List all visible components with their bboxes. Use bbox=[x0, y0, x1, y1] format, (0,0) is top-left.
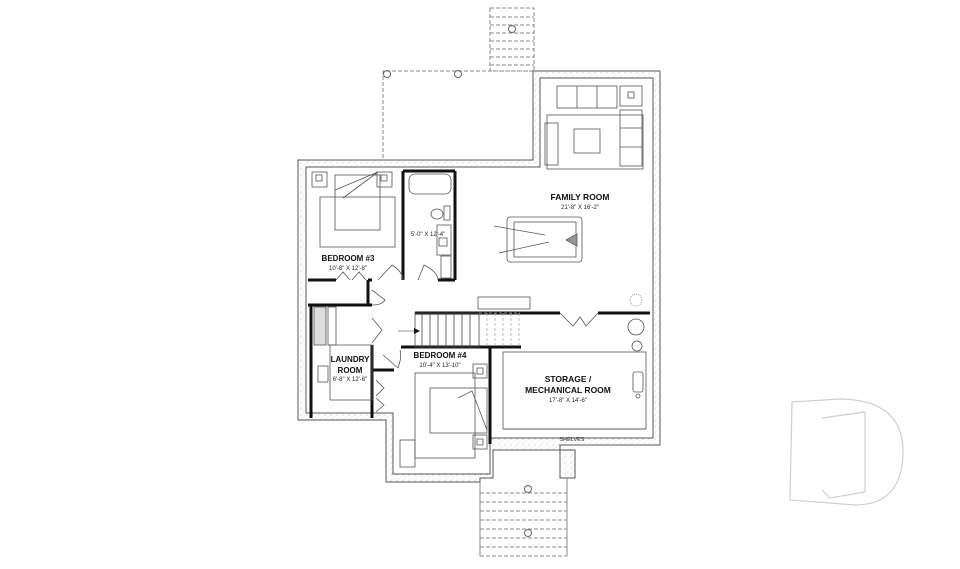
room-dims-storage: 17'-8" X 14'-6" bbox=[549, 398, 587, 404]
shelves-label: SHELVES bbox=[560, 437, 585, 443]
laundry-fixtures bbox=[313, 306, 373, 401]
room-label-laundry: LAUNDRY bbox=[331, 355, 370, 364]
room-dims-family: 21'-8" X 16'-2" bbox=[561, 205, 599, 211]
shelves-area bbox=[502, 351, 647, 430]
room-label-family: FAMILY ROOM bbox=[550, 192, 609, 202]
room-label-storage-2: MECHANICAL ROOM bbox=[525, 385, 611, 395]
room-dims-bedroom4: 10'-4" X 13'-10" bbox=[419, 363, 460, 369]
bedroom3-furniture bbox=[311, 171, 396, 248]
doors bbox=[335, 264, 599, 413]
room-label-storage: STORAGE / bbox=[545, 374, 592, 384]
post-icon bbox=[524, 529, 532, 537]
bedroom4-furniture bbox=[399, 363, 488, 468]
mechanical-fixtures bbox=[627, 293, 645, 399]
post-icon bbox=[508, 25, 516, 33]
room-dims-bedroom3: 10'-8" X 12'-8" bbox=[329, 266, 367, 272]
room-dims-bath: 5'-0" X 12'-4" bbox=[411, 232, 446, 238]
deck-outline bbox=[382, 70, 534, 158]
exterior-stairs-bottom bbox=[479, 478, 568, 557]
brand-logo-icon bbox=[789, 398, 904, 506]
room-label-bedroom3: BEDROOM #3 bbox=[322, 254, 375, 263]
exterior-stairs-top bbox=[489, 7, 535, 72]
post-icon bbox=[524, 485, 532, 493]
post-icon bbox=[383, 70, 391, 78]
family-room-furniture bbox=[493, 85, 644, 263]
room-dims-laundry: 6'-8" X 12'-6" bbox=[333, 377, 368, 383]
room-label-laundry-2: ROOM bbox=[338, 366, 363, 375]
post-icon bbox=[454, 70, 462, 78]
bath-fixtures bbox=[408, 173, 452, 279]
foundation-walls bbox=[297, 70, 661, 483]
interior-stairs bbox=[398, 296, 531, 348]
room-label-bedroom4: BEDROOM #4 bbox=[414, 351, 467, 360]
